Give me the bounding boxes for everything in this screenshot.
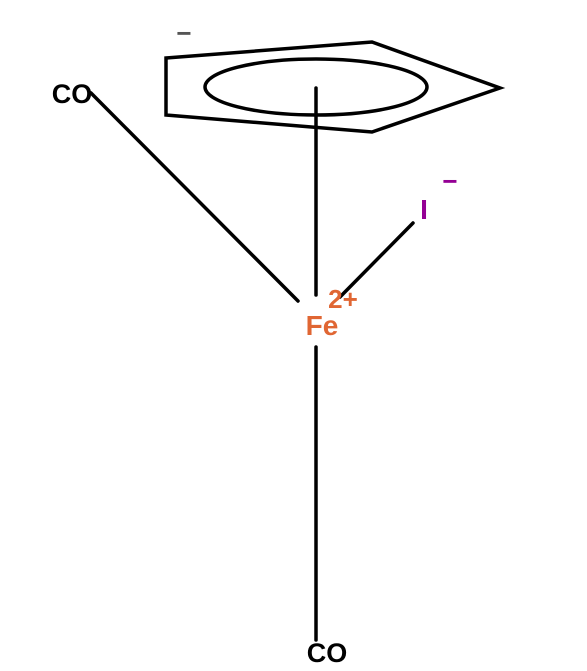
cyclopentadienyl-ring [164,40,506,134]
co-left-label: CO [52,79,93,109]
iodide-label: I [420,194,428,225]
co-bottom-label: CO [307,638,348,668]
iodide-charge-label: − [442,166,457,196]
iron-label: Fe [306,310,339,341]
ring-charge-label: − [176,18,191,48]
bond-fe-iodide [338,221,415,299]
iron-charge-label: 2+ [328,284,358,314]
bond-co-left-fe [89,91,300,303]
